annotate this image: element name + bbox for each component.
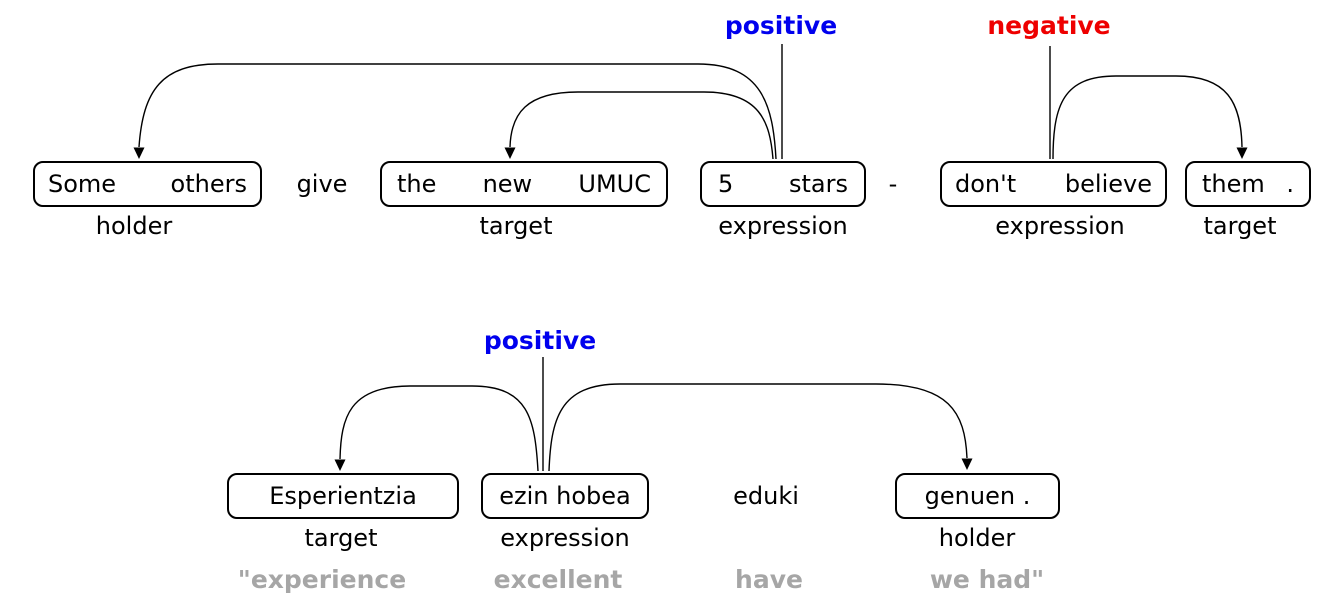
arc-expression-to-target-s1: [509, 91, 774, 160]
token: .: [1286, 170, 1294, 198]
token: the: [397, 170, 437, 198]
span-box-target2-s1: them .: [1185, 161, 1311, 207]
role-label-holder-s2: holder: [938, 524, 1016, 552]
gloss-experience: "experience: [237, 565, 407, 594]
token: Some: [48, 170, 117, 198]
span-box-expression-positive-s1: 5 stars: [700, 161, 866, 207]
arrowhead: [133, 147, 145, 159]
token: 5: [718, 170, 734, 198]
token: new: [482, 170, 533, 198]
token: stars: [789, 170, 848, 198]
span-box-target-s2: Esperientzia: [227, 473, 459, 519]
gloss-have: have: [735, 565, 803, 594]
token: them: [1202, 170, 1265, 198]
token: others: [170, 170, 247, 198]
role-label-target-s1: target: [479, 212, 553, 240]
span-box-expression-s2: ezin hobea: [481, 473, 649, 519]
arc-expression-to-target-s2: [339, 385, 539, 472]
span-box-holder-s1: Some others: [33, 161, 262, 207]
token-dash: -: [888, 170, 898, 198]
span-box-expression-negative-s1: don't believe: [940, 161, 1167, 207]
role-label-expression-s2: expression: [500, 524, 630, 552]
sentiment-label-positive-s2: positive: [483, 326, 597, 355]
token-eduki: eduki: [733, 482, 799, 510]
arrowhead: [334, 459, 346, 471]
sentiment-label-negative-s1: negative: [987, 11, 1111, 40]
token: believe: [1064, 170, 1152, 198]
token: ezin hobea: [499, 482, 631, 510]
token-give: give: [296, 170, 348, 198]
role-label-expression2-s1: expression: [995, 212, 1125, 240]
sentiment-label-positive-s1: positive: [724, 11, 838, 40]
span-box-holder-s2: genuen .: [895, 473, 1060, 519]
arc-expression-to-holder-s1: [138, 63, 777, 160]
token: Esperientzia: [269, 482, 417, 510]
arrowhead: [961, 458, 973, 470]
span-box-target-s1: the new UMUC: [380, 161, 668, 207]
token: genuen .: [924, 482, 1031, 510]
gloss-excellent: excellent: [493, 565, 623, 594]
token: don't: [955, 170, 1017, 198]
role-label-holder-s1: holder: [95, 212, 173, 240]
role-label-target-s2: target: [304, 524, 378, 552]
gloss-we-had: we had": [929, 565, 1045, 594]
arc-negexpression-to-target-s1: [1052, 75, 1243, 160]
token: UMUC: [578, 170, 651, 198]
role-label-expression1-s1: expression: [718, 212, 848, 240]
arrowhead: [504, 147, 516, 159]
arrowhead: [1236, 147, 1248, 159]
role-label-target2-s1: target: [1203, 212, 1277, 240]
arc-expression-to-holder-s2: [548, 383, 968, 472]
